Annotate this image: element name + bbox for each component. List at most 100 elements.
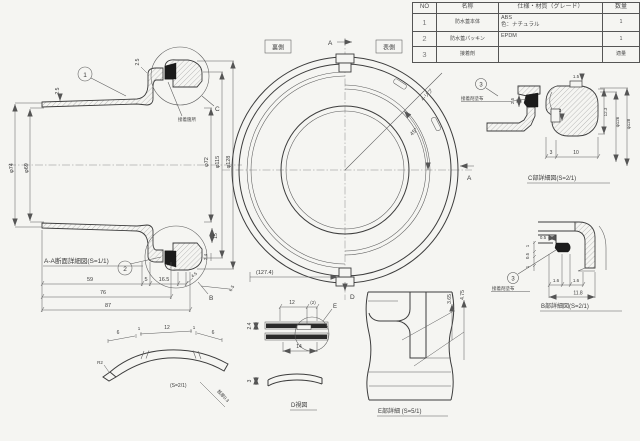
table-header-name: 名称 <box>437 3 499 14</box>
dim-label: 2.5 <box>135 58 141 65</box>
dim-label: 5 <box>144 277 147 283</box>
d-view-title: D視図 <box>291 401 307 409</box>
spec-line: ABS <box>501 15 513 21</box>
back-side-box <box>264 39 292 54</box>
e-view: 3.65 4.75 E部詳細 (S=5/1) <box>365 290 467 417</box>
balloon-3-c <box>475 78 487 90</box>
table-cell-no: 3 <box>413 47 437 62</box>
adhesive-note-b: 接着剤塗布 <box>492 285 515 292</box>
table-cell-spec: EPDM <box>499 32 603 47</box>
packing-seal-top <box>164 62 177 80</box>
rib-slot <box>393 78 407 90</box>
dim-label: 76 <box>100 290 106 296</box>
thickness-note: 板厚0.3 <box>215 388 231 404</box>
table-cell-qty: 1 <box>603 14 639 32</box>
dim-label: 6.5 <box>228 284 236 292</box>
dim-label: 10 <box>573 150 579 156</box>
detail-c-title: C部詳細図(S=2/1) <box>528 174 576 182</box>
bond-spot-note: 接着箇所 <box>178 116 196 123</box>
balloon-3-c-number: 3 <box>479 83 483 89</box>
dim-label: φ126 <box>615 116 620 127</box>
table-cell-qty: 1 <box>603 32 639 47</box>
dim-label: 59 <box>87 277 93 283</box>
dim-label: 1 <box>193 325 196 330</box>
rib-slot <box>431 117 441 131</box>
balloon-2-number: 2 <box>123 266 127 273</box>
dim-label: (2) <box>310 300 316 305</box>
balloon-1 <box>77 66 93 82</box>
dim-label: 11.8 <box>573 291 583 297</box>
balloon-3-b-number: 3 <box>511 277 515 283</box>
detail-b-view: 3 接着剤塗布 0.5 1 0.5 1 1.6 1.6 11.8 B部詳細図(S… <box>491 221 622 312</box>
dim-label: 6 <box>117 330 120 336</box>
detail-circle-c <box>150 46 210 106</box>
balloon-3-b <box>507 272 519 284</box>
detail-letter-e: E <box>333 304 337 310</box>
parts-table: NO 名称 仕様・材質（グレード） 数量 1 防水蓋本体 ABS 色：ナチュラル… <box>412 2 640 63</box>
table-header-spec: 仕様・材質（グレード） <box>499 3 603 14</box>
detail-letter-c: C <box>215 106 220 113</box>
dim-label: 1.5 <box>573 74 580 79</box>
table-cell-spec <box>499 47 603 62</box>
adhesive-note-c: 接着剤塗布 <box>461 95 484 102</box>
dim-label: φ115 <box>215 156 221 168</box>
table-cell-spec: ABS 色：ナチュラル <box>499 14 603 32</box>
spec-line: EPDM <box>501 33 517 39</box>
table-cell-no: 2 <box>413 32 437 47</box>
dim-label: 3.65 <box>447 294 453 304</box>
rim-section-b <box>574 221 596 269</box>
table-cell-qty: 適量 <box>615 51 626 58</box>
front-side-label: 表側 <box>383 44 395 52</box>
dim-label: φ74 <box>9 163 15 173</box>
dim-label: 1 <box>138 326 141 331</box>
dim-label: 1 <box>525 265 530 268</box>
table-cell-name: 接着剤 <box>437 47 499 62</box>
dim-label: φ128 <box>226 156 232 169</box>
section-view-title: A-A断面詳細図(S=1/1) <box>44 256 109 265</box>
dim-label: R2 <box>97 360 103 365</box>
section-arrow-a-side: A <box>467 175 472 182</box>
table-cell-name: 防水蓋パッキン <box>437 32 499 47</box>
d-view-dimension-lines <box>253 303 320 385</box>
dim-label: 16.5 <box>159 277 170 283</box>
dim-label: 1 <box>525 244 530 247</box>
balloon-1-number: 1 <box>83 72 87 79</box>
packing-seal-detail-b <box>554 242 571 253</box>
section-view: 1 2 C B 接着箇所 φ74 φ69 2.5 2.5 φ72 φ115 φ1… <box>8 46 242 313</box>
packing-seal-bottom <box>164 250 177 268</box>
dim-label: 87 <box>105 303 111 309</box>
dim-label: (127.4) <box>256 270 274 276</box>
detail-c-dimension-lines <box>516 73 630 166</box>
dim-label: 2.4 <box>247 322 253 329</box>
dim-label: 14 <box>296 344 302 350</box>
dim-label: 4.5 <box>190 271 198 279</box>
dim-label: 6 <box>212 330 215 336</box>
dim-label: 0.5 <box>540 235 547 240</box>
detail-c-view: 3 接着剤塗布 1.5 2.5 3 12.3 φ126 φ128 3 10 C部… <box>461 73 631 184</box>
section-arrow-a-top: A <box>328 40 333 47</box>
body-top-wall <box>41 67 164 108</box>
section-dimension-lines <box>12 60 236 313</box>
dim-label: φ72 <box>204 157 210 167</box>
dim-label: 12 <box>289 300 295 306</box>
e-view-dimension-lines <box>401 300 467 367</box>
angle-label: 45° <box>409 127 419 137</box>
dim-label: φ128 <box>626 118 631 129</box>
dim-label: 2.5 <box>510 97 515 104</box>
dim-label: 1.6 <box>553 278 560 283</box>
table-cell-name: 防水蓋本体 <box>437 14 499 32</box>
front-view: 45° 4-リブ (127.4) A A D 裏側 表側 <box>222 38 474 301</box>
detail-b-title: B部詳細図(S=2/1) <box>541 302 589 310</box>
dim-label: 1.6 <box>573 278 580 283</box>
d-view: E 12 (2) 2.4 14 3 D視図 <box>247 300 337 411</box>
table-header-no: NO <box>413 3 437 14</box>
detail-circle-b <box>144 225 208 289</box>
tab-dimension-lines <box>103 329 226 408</box>
dim-label: 15 <box>213 233 219 239</box>
spec-line: 色：ナチュラル <box>501 21 540 28</box>
dim-label: 2.4 <box>203 253 208 260</box>
balloon-2 <box>117 260 133 276</box>
dim-label: 3 <box>559 108 562 113</box>
